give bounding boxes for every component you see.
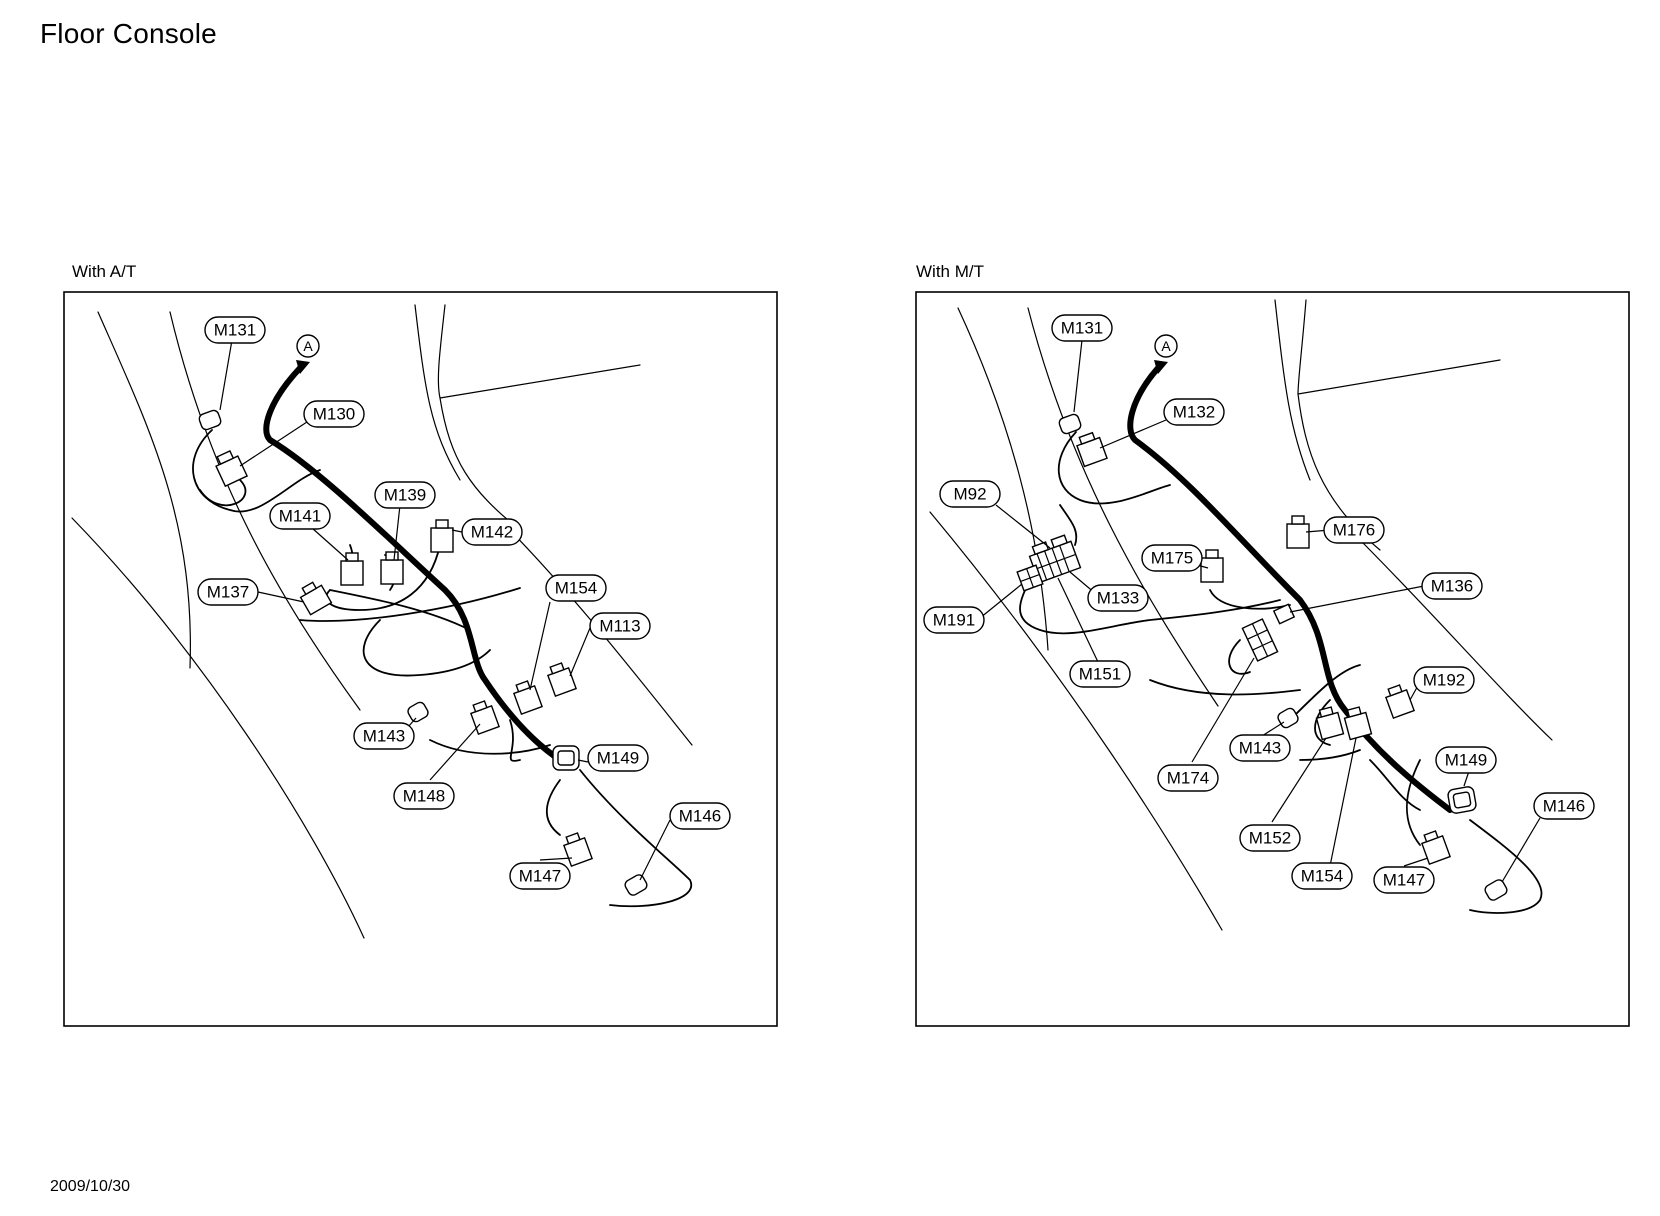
callout-m113-at: M113: [589, 612, 651, 640]
svg-text:M141: M141: [279, 507, 322, 526]
panel-mt: A M131 M132 M92 M176 M175 M191 M133 M136…: [915, 291, 1630, 1027]
svg-text:M131: M131: [1061, 319, 1104, 338]
svg-text:M191: M191: [933, 611, 976, 630]
panel-at: A M131 M130 M139 M141 M142 M137 M154 M11…: [63, 291, 778, 1027]
svg-text:M151: M151: [1079, 665, 1122, 684]
svg-text:M131: M131: [214, 321, 257, 340]
main-harness-trunk-at: [263, 365, 563, 763]
callout-m133-mt: M133: [1087, 584, 1149, 612]
svg-text:M92: M92: [953, 485, 986, 504]
page-title: Floor Console: [40, 18, 217, 49]
callout-m136-mt: M136: [1421, 572, 1483, 600]
callout-m142-at: M142: [461, 518, 523, 546]
callout-m146-at: M146: [669, 802, 731, 830]
svg-text:M143: M143: [1239, 739, 1282, 758]
body-outline-at: [71, 304, 693, 939]
svg-text:M192: M192: [1423, 671, 1466, 690]
svg-text:M136: M136: [1431, 577, 1474, 596]
panel-mt-frame: [915, 291, 1630, 1027]
ref-marker-a-mt: A: [1154, 334, 1178, 358]
callout-m147-mt: M147: [1373, 866, 1435, 894]
svg-text:M147: M147: [1383, 871, 1426, 890]
callout-m92-mt: M92: [939, 480, 1001, 508]
branch-wires-mt: [1019, 431, 1543, 914]
callout-m174-mt: M174: [1157, 764, 1219, 792]
callout-m132-mt: M132: [1163, 398, 1225, 426]
svg-text:M147: M147: [519, 867, 562, 886]
callout-m154-mt: M154: [1291, 862, 1353, 890]
callout-m146-mt: M146: [1533, 792, 1595, 820]
callout-m141-at: M141: [269, 502, 331, 530]
panel-label-mt: With M/T: [916, 262, 984, 281]
svg-text:M142: M142: [471, 523, 514, 542]
svg-text:M175: M175: [1151, 549, 1194, 568]
callout-m175-mt: M175: [1141, 544, 1203, 572]
callout-m143-mt: M143: [1229, 734, 1291, 762]
callout-m131-at: M131: [204, 316, 266, 344]
svg-text:A: A: [1161, 338, 1171, 354]
callout-m143-at: M143: [353, 722, 415, 750]
callout-m176-mt: M176: [1323, 516, 1385, 544]
svg-text:M113: M113: [599, 617, 640, 636]
connector-bodies-mt: [1016, 413, 1508, 901]
callout-m131-mt: M131: [1051, 314, 1113, 342]
footer-date: 2009/10/30: [50, 1178, 131, 1195]
callout-m130-at: M130: [303, 400, 365, 428]
svg-text:M139: M139: [384, 486, 427, 505]
svg-text:M149: M149: [1445, 751, 1488, 770]
svg-text:M133: M133: [1097, 589, 1140, 608]
leaders-at: [219, 339, 671, 881]
ref-marker-a-at: A: [296, 334, 320, 358]
callout-m192-mt: M192: [1413, 666, 1475, 694]
callout-m191-mt: M191: [923, 606, 985, 634]
callout-m149-at: M149: [587, 744, 649, 772]
panel-label-at: With A/T: [72, 262, 137, 281]
connector-bodies-at: [198, 409, 648, 896]
svg-text:M174: M174: [1167, 769, 1210, 788]
svg-text:M154: M154: [555, 579, 598, 598]
svg-text:M146: M146: [1543, 797, 1586, 816]
callout-m152-mt: M152: [1239, 824, 1301, 852]
svg-text:M132: M132: [1173, 403, 1216, 422]
svg-text:M176: M176: [1333, 521, 1376, 540]
svg-text:M146: M146: [679, 807, 722, 826]
callout-m148-at: M148: [393, 782, 455, 810]
svg-text:M137: M137: [207, 583, 250, 602]
body-outline-mt: [929, 299, 1553, 931]
svg-text:M143: M143: [363, 727, 406, 746]
callout-m137-at: M137: [197, 578, 259, 606]
callout-m149-mt: M149: [1435, 746, 1497, 774]
main-harness-trunk-mt: [1127, 365, 1453, 813]
svg-text:M130: M130: [313, 405, 356, 424]
callout-m139-at: M139: [374, 481, 436, 509]
callout-m147-at: M147: [509, 862, 571, 890]
callout-m151-mt: M151: [1069, 660, 1131, 688]
svg-text:M154: M154: [1301, 867, 1344, 886]
svg-text:A: A: [303, 338, 313, 354]
svg-text:M149: M149: [597, 749, 640, 768]
callout-m154-at: M154: [545, 574, 607, 602]
panel-at-frame: [63, 291, 778, 1027]
svg-text:M152: M152: [1249, 829, 1292, 848]
svg-text:M148: M148: [403, 787, 446, 806]
